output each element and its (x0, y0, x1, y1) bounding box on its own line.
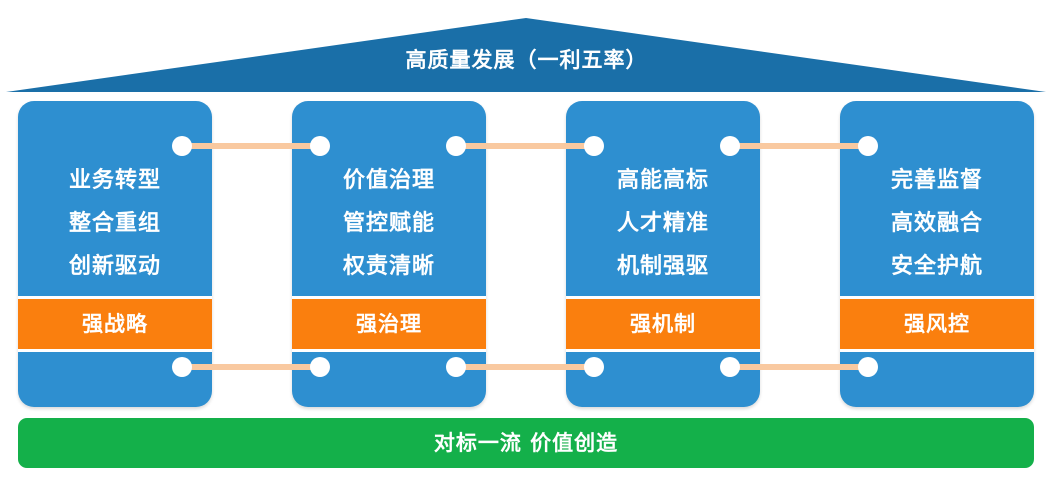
base-foundation: 对标一流 价值创造 (18, 418, 1034, 468)
pillar-line: 高能高标 (616, 168, 709, 193)
pillar-line: 人才精准 (616, 211, 709, 236)
pillar-line: 安全护航 (890, 254, 983, 279)
pillar-governance: 价值治理 管控赋能 权责清晰 强治理 (292, 101, 486, 407)
pillar-risk-control: 完善监督 高效融合 安全护航 强风控 (840, 101, 1034, 407)
pillar-band: 强风控 (840, 296, 1034, 352)
pillar-band: 强机制 (566, 296, 760, 352)
roof (6, 18, 1046, 92)
pillar-line: 创新驱动 (68, 254, 161, 279)
pillar-band: 强战略 (18, 296, 212, 352)
pillar-line: 管控赋能 (342, 211, 435, 236)
pillar-band: 强治理 (292, 296, 486, 352)
pillar-line: 整合重组 (68, 211, 161, 236)
pillar-strategy: 业务转型 整合重组 创新驱动 强战略 (18, 101, 212, 407)
pillar-line: 完善监督 (890, 168, 983, 193)
pillar-line: 高效融合 (890, 211, 983, 236)
pillar-line: 业务转型 (68, 168, 161, 193)
pillar-line: 价值治理 (342, 168, 435, 193)
pillar-mechanism: 高能高标 人才精准 机制强驱 强机制 (566, 101, 760, 407)
pillar-line: 机制强驱 (616, 254, 709, 279)
roof-title: 高质量发展（一利五率） (405, 48, 648, 72)
pillar-line: 权责清晰 (342, 254, 435, 279)
